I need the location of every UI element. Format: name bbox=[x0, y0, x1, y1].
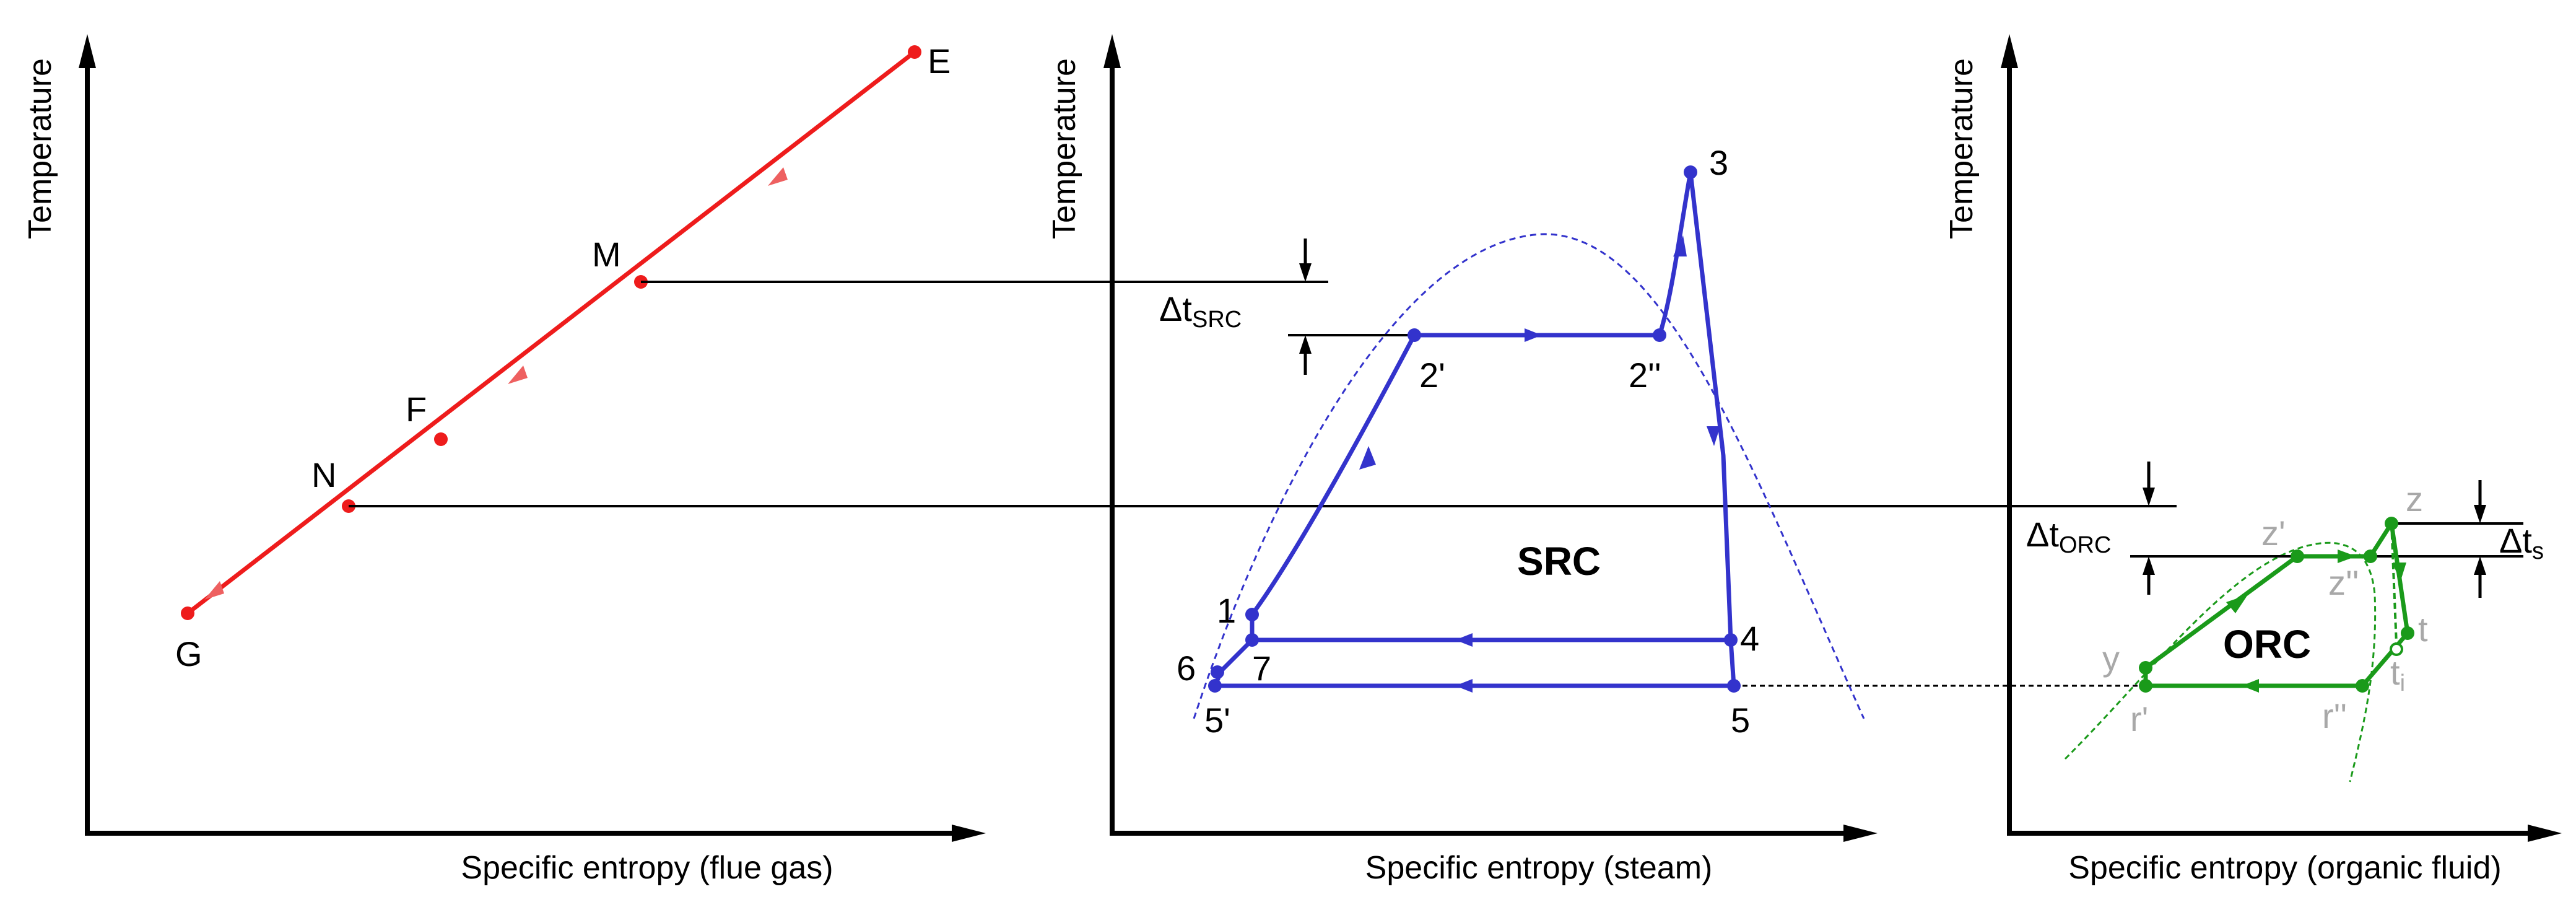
point-z-label: z bbox=[2406, 479, 2423, 519]
dt-src-top-arrow bbox=[1299, 263, 1312, 282]
steam-flow-arrow bbox=[1455, 633, 1473, 647]
orc-flow-arrow bbox=[2242, 679, 2259, 693]
point-y-marker bbox=[2139, 661, 2152, 675]
point-rpp-marker bbox=[2356, 679, 2369, 693]
point-E-label: E bbox=[928, 42, 951, 81]
orc-y-axis-label: Temperature bbox=[1944, 58, 1980, 239]
point-7-marker bbox=[1245, 633, 1259, 647]
point-5-marker bbox=[1727, 679, 1741, 693]
point-t-marker bbox=[2401, 626, 2414, 640]
flue-gas-y-axis-arrow bbox=[79, 34, 96, 68]
point-2pp-marker bbox=[1653, 328, 1666, 342]
point-1-label: 1 bbox=[1217, 591, 1236, 630]
orc-panel: Temperature Specific entropy (organic fl… bbox=[1944, 34, 2562, 886]
steam-saturation-dome bbox=[1193, 233, 1865, 719]
flue-gas-direction-arrow bbox=[768, 167, 788, 186]
steam-flow-arrow bbox=[1525, 328, 1542, 342]
orc-flow-arrow bbox=[2338, 550, 2356, 563]
point-2pp-label: 2'' bbox=[1629, 356, 1661, 395]
flue-gas-direction-arrow bbox=[204, 581, 224, 600]
flue-gas-y-axis-label: Temperature bbox=[22, 58, 58, 239]
point-y-label: y bbox=[2102, 639, 2120, 678]
point-ti-marker bbox=[2390, 642, 2403, 656]
point-G-marker bbox=[181, 606, 194, 620]
point-F-label: F bbox=[406, 390, 427, 429]
point-zp-marker bbox=[2291, 550, 2304, 563]
orc-flow-arrow bbox=[2393, 563, 2406, 582]
steam-flow-arrow bbox=[1707, 426, 1720, 446]
steam-panel: Temperature Specific entropy (steam) ΔtS… bbox=[1046, 34, 1878, 886]
steam-x-axis-label: Specific entropy (steam) bbox=[1365, 850, 1713, 886]
point-3-label: 3 bbox=[1709, 143, 1728, 182]
dt-orc-bottom-arrow bbox=[2143, 556, 2155, 575]
flue-gas-panel: Temperature Specific entropy (flue gas) … bbox=[22, 34, 986, 886]
point-6-marker bbox=[1211, 665, 1224, 679]
point-N-label: N bbox=[311, 455, 336, 494]
point-1-marker bbox=[1245, 608, 1259, 621]
point-rp-label: r' bbox=[2130, 699, 2148, 738]
point-G-label: G bbox=[175, 634, 202, 673]
orc-cycle-path bbox=[2143, 521, 2410, 688]
steam-x-axis-arrow bbox=[1843, 825, 1878, 842]
point-zp-label: z' bbox=[2261, 514, 2286, 553]
orc-cycle-label: ORC bbox=[2223, 622, 2311, 667]
point-5p-marker bbox=[1208, 679, 1222, 693]
flue-gas-direction-arrow bbox=[508, 366, 528, 384]
orc-x-axis-arrow bbox=[2528, 825, 2562, 842]
point-2p-marker bbox=[1408, 328, 1421, 342]
dt-src-bottom-arrow bbox=[1299, 335, 1312, 354]
dt-src-label: ΔtSRC bbox=[1159, 289, 1242, 333]
point-z-marker bbox=[2385, 517, 2398, 530]
point-M-label: M bbox=[592, 235, 621, 274]
steam-flow-arrow bbox=[1455, 679, 1473, 693]
steam-flow-arrow bbox=[1359, 446, 1376, 470]
flue-gas-x-axis-label: Specific entropy (flue gas) bbox=[461, 850, 833, 886]
orc-flow-arrow bbox=[2226, 595, 2248, 613]
dt-s-top-arrow bbox=[2474, 505, 2486, 523]
point-4-marker bbox=[1724, 633, 1738, 647]
steam-y-axis-label: Temperature bbox=[1046, 58, 1082, 239]
point-rpp-label: r'' bbox=[2322, 696, 2347, 735]
flue-gas-line bbox=[186, 50, 916, 615]
point-2p-label: 2' bbox=[1419, 356, 1445, 395]
flue-gas-x-axis-arrow bbox=[952, 825, 986, 842]
point-5p-label: 5' bbox=[1204, 701, 1230, 740]
point-3-marker bbox=[1684, 165, 1697, 179]
steam-cycle-path bbox=[1212, 170, 1736, 688]
orc-y-axis-arrow bbox=[2001, 34, 2018, 68]
point-6-label: 6 bbox=[1177, 649, 1196, 688]
point-4-label: 4 bbox=[1740, 619, 1759, 658]
dt-orc-top-arrow bbox=[2143, 488, 2155, 506]
point-zpp-label: z'' bbox=[2328, 563, 2359, 602]
point-7-label: 7 bbox=[1252, 649, 1271, 688]
orc-ti-line bbox=[2390, 523, 2398, 645]
point-t-label: t bbox=[2418, 610, 2428, 649]
dt-s-label: Δts bbox=[2499, 521, 2544, 564]
steam-flow-arrow bbox=[1673, 235, 1687, 256]
steam-y-axis-arrow bbox=[1103, 34, 1121, 68]
point-rp-marker bbox=[2139, 679, 2152, 693]
dt-s-bottom-arrow bbox=[2474, 556, 2486, 575]
point-F-marker bbox=[434, 432, 448, 446]
src-cycle-label: SRC bbox=[1517, 539, 1601, 584]
orc-x-axis-label: Specific entropy (organic fluid) bbox=[2068, 850, 2501, 886]
point-ti-label: ti bbox=[2390, 653, 2405, 696]
point-5-label: 5 bbox=[1731, 701, 1750, 740]
point-zpp-marker bbox=[2364, 550, 2377, 563]
dt-orc-label: ΔtORC bbox=[2026, 515, 2111, 558]
point-E-marker bbox=[908, 45, 921, 59]
